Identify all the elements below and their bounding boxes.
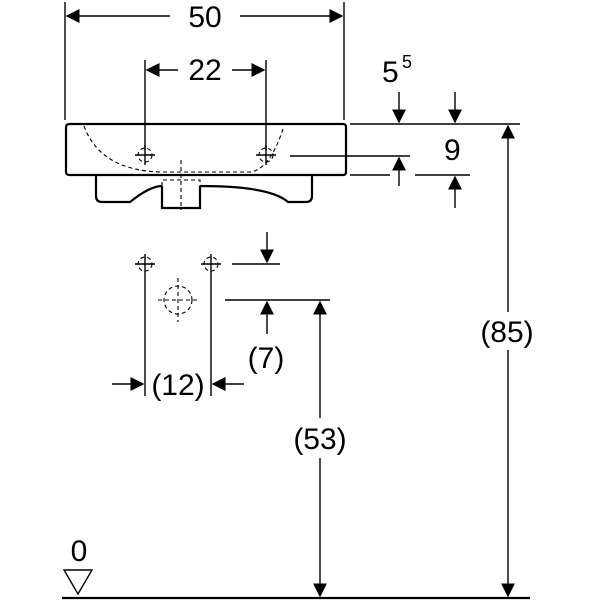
rim-offset-superscript: 5 [402,52,412,72]
waste-offset-dimension: (7) [248,232,285,375]
rim-dimensions: 5 5 9 [290,52,520,208]
overall-height-label: (85) [480,316,533,349]
waste-offset-label: (7) [248,342,285,375]
left-tap-hole-icon [135,145,155,165]
tap-hole-spacing-dimension: 22 [144,54,267,150]
washbasin-body [64,122,348,210]
floor-level-icon [62,569,94,596]
waste-spacing-dimension: (12) [112,369,244,402]
overall-width-dimension: 50 [64,1,345,120]
overall-width-label: 50 [188,1,221,34]
tap-hole-spacing-label: 22 [188,54,221,87]
overall-height-dimension: (85) [480,124,534,598]
waste-spacing-label: (12) [151,369,204,402]
floor-level: 0 [62,535,530,600]
right-supply-icon [201,254,221,274]
waste-height-label: (53) [293,423,346,456]
right-tap-hole-icon [256,145,276,165]
rim-offset-label: 5 [382,56,399,89]
supply-and-waste-layout [135,254,330,396]
waste-height-dimension: (53) [293,300,347,598]
rim-thickness-label: 9 [444,134,461,167]
left-supply-icon [135,254,155,274]
floor-level-label: 0 [71,535,88,568]
waste-outlet-icon [158,278,198,322]
